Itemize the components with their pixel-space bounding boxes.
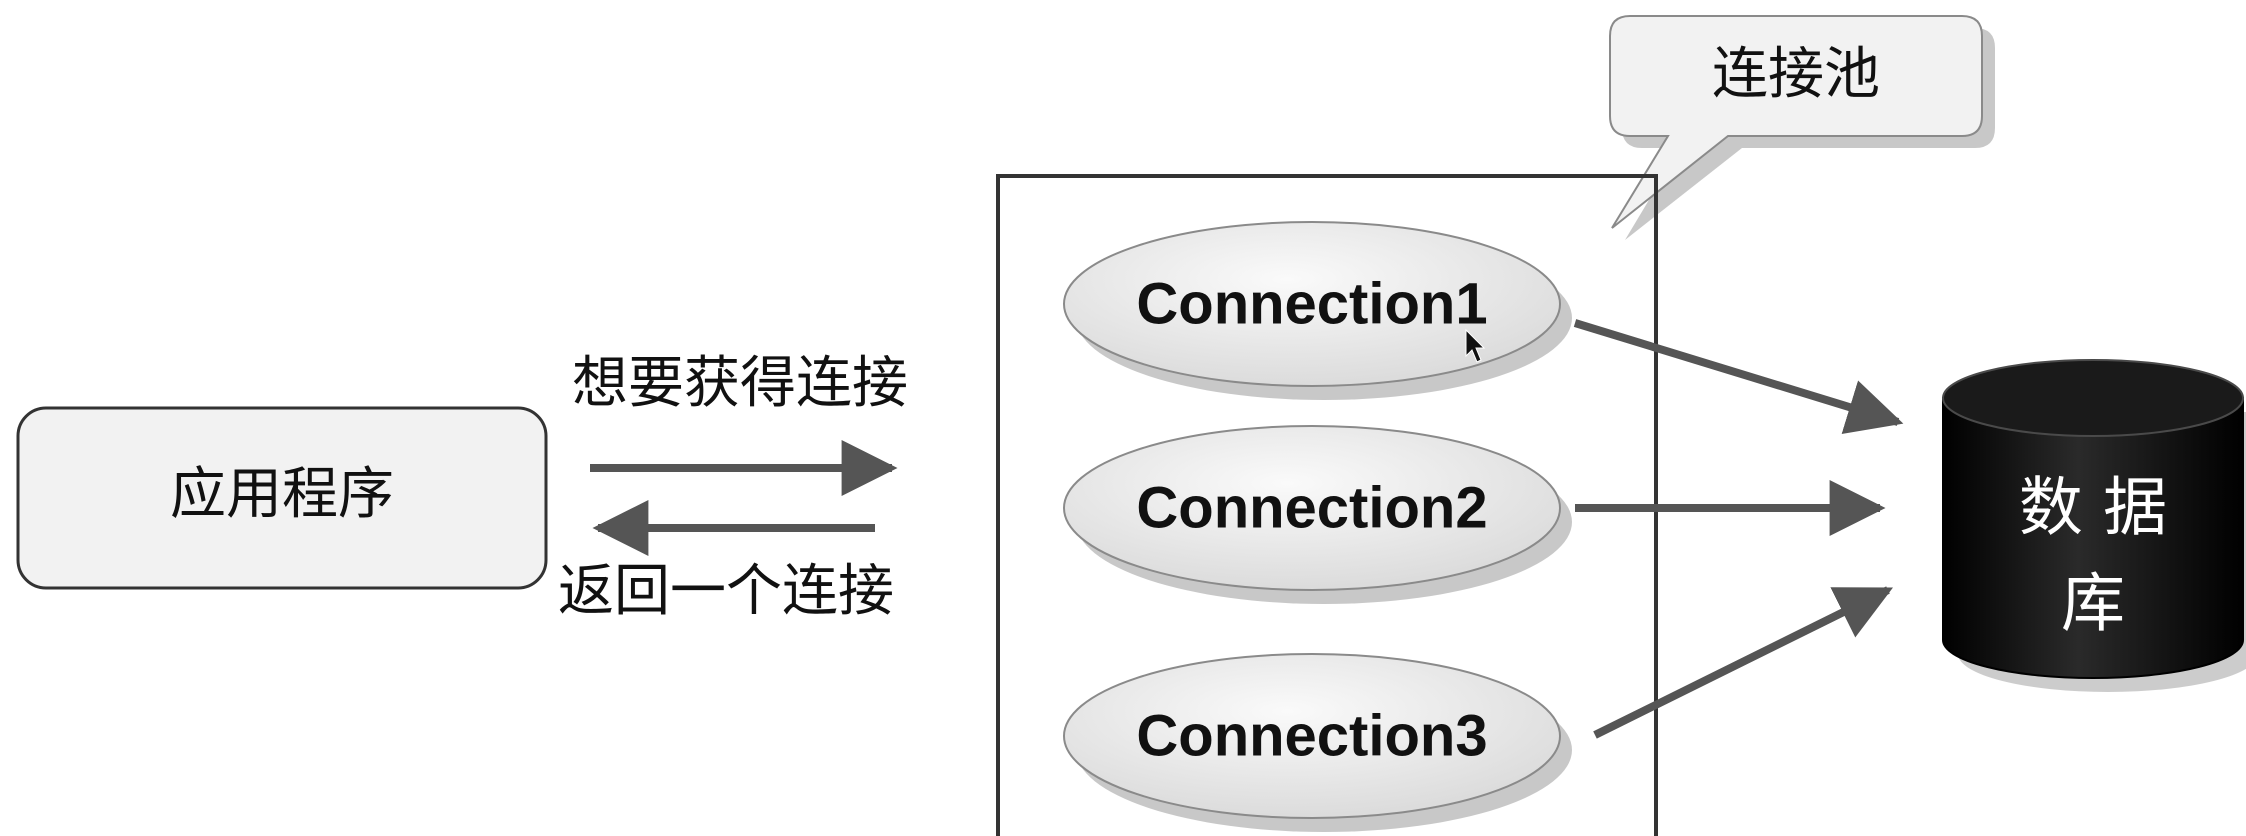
connection-1-label: Connection1 [1136, 271, 1487, 336]
connection-item-2: Connection2 [1063, 425, 1572, 604]
application-box [16, 406, 548, 590]
connection-item-1: Connection1 [1063, 221, 1572, 400]
database-body [1942, 397, 2244, 679]
application-node: 应用程序 [16, 406, 548, 590]
request-arrow-label: 想要获得连接 [572, 351, 908, 416]
database-label-line-2: 库 [2061, 568, 2125, 642]
connection-3-ellipse [1063, 653, 1561, 819]
connection-2-ellipse [1063, 425, 1561, 591]
pool-callout: 连接池 [1609, 15, 1995, 240]
return-arrow: 返回一个连接 [558, 500, 894, 624]
connection-item-3: Connection3 [1063, 653, 1572, 832]
pool-container [996, 174, 1658, 836]
pool-callout-bubble [1609, 15, 1983, 229]
application-label: 应用程序 [170, 462, 394, 527]
database-label-line-1: 数 据 [2019, 472, 2167, 546]
connection-3-label: Connection3 [1136, 703, 1487, 768]
request-arrow: 想要获得连接 [572, 351, 908, 496]
connection-1-to-database-arrow [1573, 319, 1904, 435]
cursor-icon [1465, 328, 1486, 363]
database-node: 数 据 库 [1942, 359, 2246, 692]
connection-2-label: Connection2 [1136, 475, 1487, 540]
database-top [1942, 359, 2244, 437]
return-arrow-label: 返回一个连接 [558, 559, 894, 624]
connection-3-to-database-arrow [1593, 586, 1894, 739]
connection-1-ellipse [1063, 221, 1561, 387]
pool-callout-label: 连接池 [1712, 42, 1880, 107]
